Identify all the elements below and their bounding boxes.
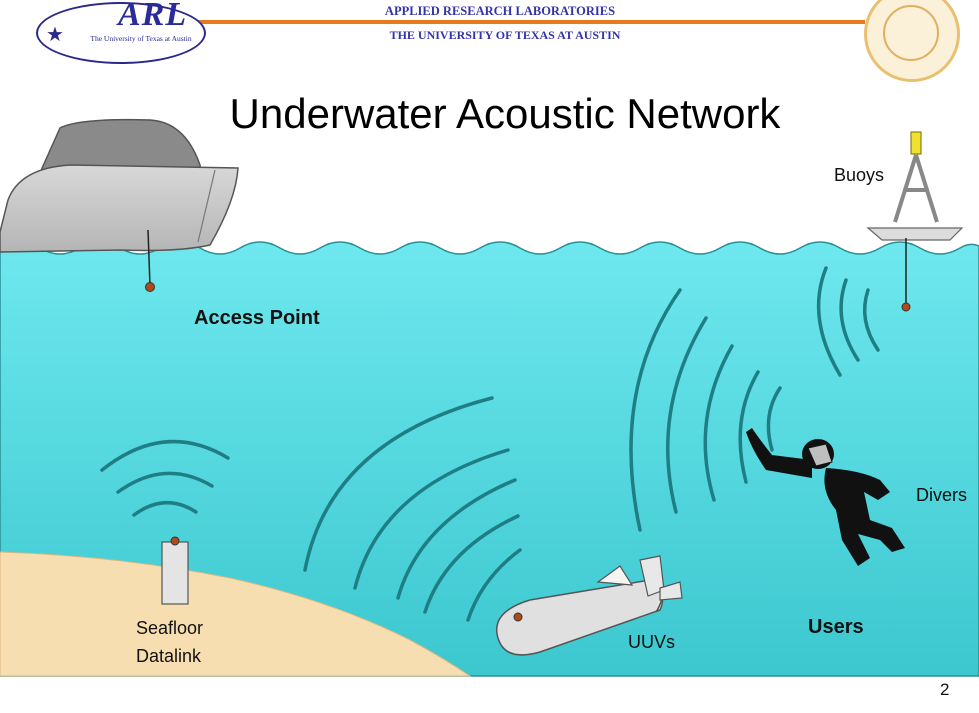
arl-logo: ★ ARL The University of Texas at Austin [36, 0, 206, 64]
label-datalink: Datalink [136, 646, 202, 666]
label-buoys: Buoys [834, 165, 885, 185]
label-seafloor: Seafloor [136, 618, 204, 638]
diver-icon [746, 428, 905, 566]
star-icon: ★ [46, 24, 64, 46]
label-uuvs: UUVs [628, 632, 676, 652]
label-divers: Divers [916, 485, 968, 505]
buoy-icon [866, 131, 964, 312]
university-seal-icon [864, 0, 960, 82]
seafloor-node-icon [161, 536, 189, 605]
label-access-point: Access Point [194, 307, 320, 329]
page-number: 2 [940, 680, 950, 699]
header-accent-bar [195, 20, 865, 24]
seafloor-sand [0, 551, 472, 677]
ship-icon [0, 118, 239, 292]
signal-arcs [100, 266, 880, 622]
university-name: THE UNIVERSITY OF TEXAS AT AUSTIN [389, 28, 621, 42]
label-users: Users [808, 616, 864, 638]
logo-text: ARL [118, 0, 188, 33]
logo-subtitle: The University of Texas at Austin [90, 34, 192, 43]
uuv-icon [496, 555, 683, 656]
org-name: APPLIED RESEARCH LABORATORIES [384, 4, 616, 18]
slide-title: Underwater Acoustic Network [229, 90, 781, 137]
